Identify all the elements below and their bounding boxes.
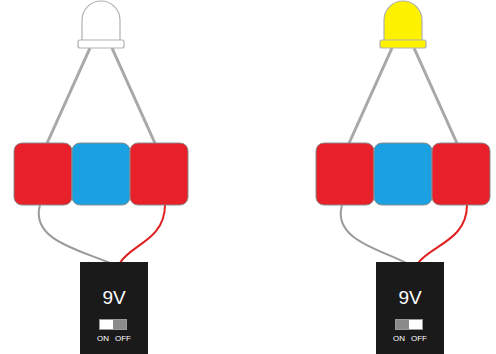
battery-9v: 9V ON OFF <box>376 262 444 354</box>
grey-wire <box>39 205 110 263</box>
red-block <box>130 143 188 205</box>
voltage-label: 9V <box>376 286 444 310</box>
grey-wire <box>341 205 406 263</box>
red-block <box>14 143 72 205</box>
led-leg <box>414 48 460 150</box>
led-leg <box>112 48 158 150</box>
battery-9v: 9V ON OFF <box>80 262 148 354</box>
blue-block <box>374 143 432 205</box>
switch-label: ON <box>393 334 405 344</box>
red-wire <box>120 205 165 263</box>
red-wire <box>418 205 467 263</box>
led-leg <box>346 48 392 150</box>
led-rim <box>380 40 426 48</box>
circuit-right <box>316 1 490 263</box>
red-block <box>316 143 374 205</box>
led-leg <box>44 48 90 150</box>
slide-switch <box>99 319 127 330</box>
switch-knob <box>113 320 126 329</box>
switch-label: OFF <box>115 334 131 344</box>
voltage-label: 9V <box>80 286 148 310</box>
led-rim <box>78 40 124 48</box>
circuit-left <box>14 1 188 263</box>
led-yellow <box>384 1 422 42</box>
switch-label: OFF <box>411 334 427 344</box>
switch-label: ON <box>97 334 109 344</box>
led-white <box>82 1 120 42</box>
slide-switch <box>395 319 423 330</box>
red-block <box>432 143 490 205</box>
switch-knob <box>396 320 409 329</box>
blue-block <box>72 143 130 205</box>
